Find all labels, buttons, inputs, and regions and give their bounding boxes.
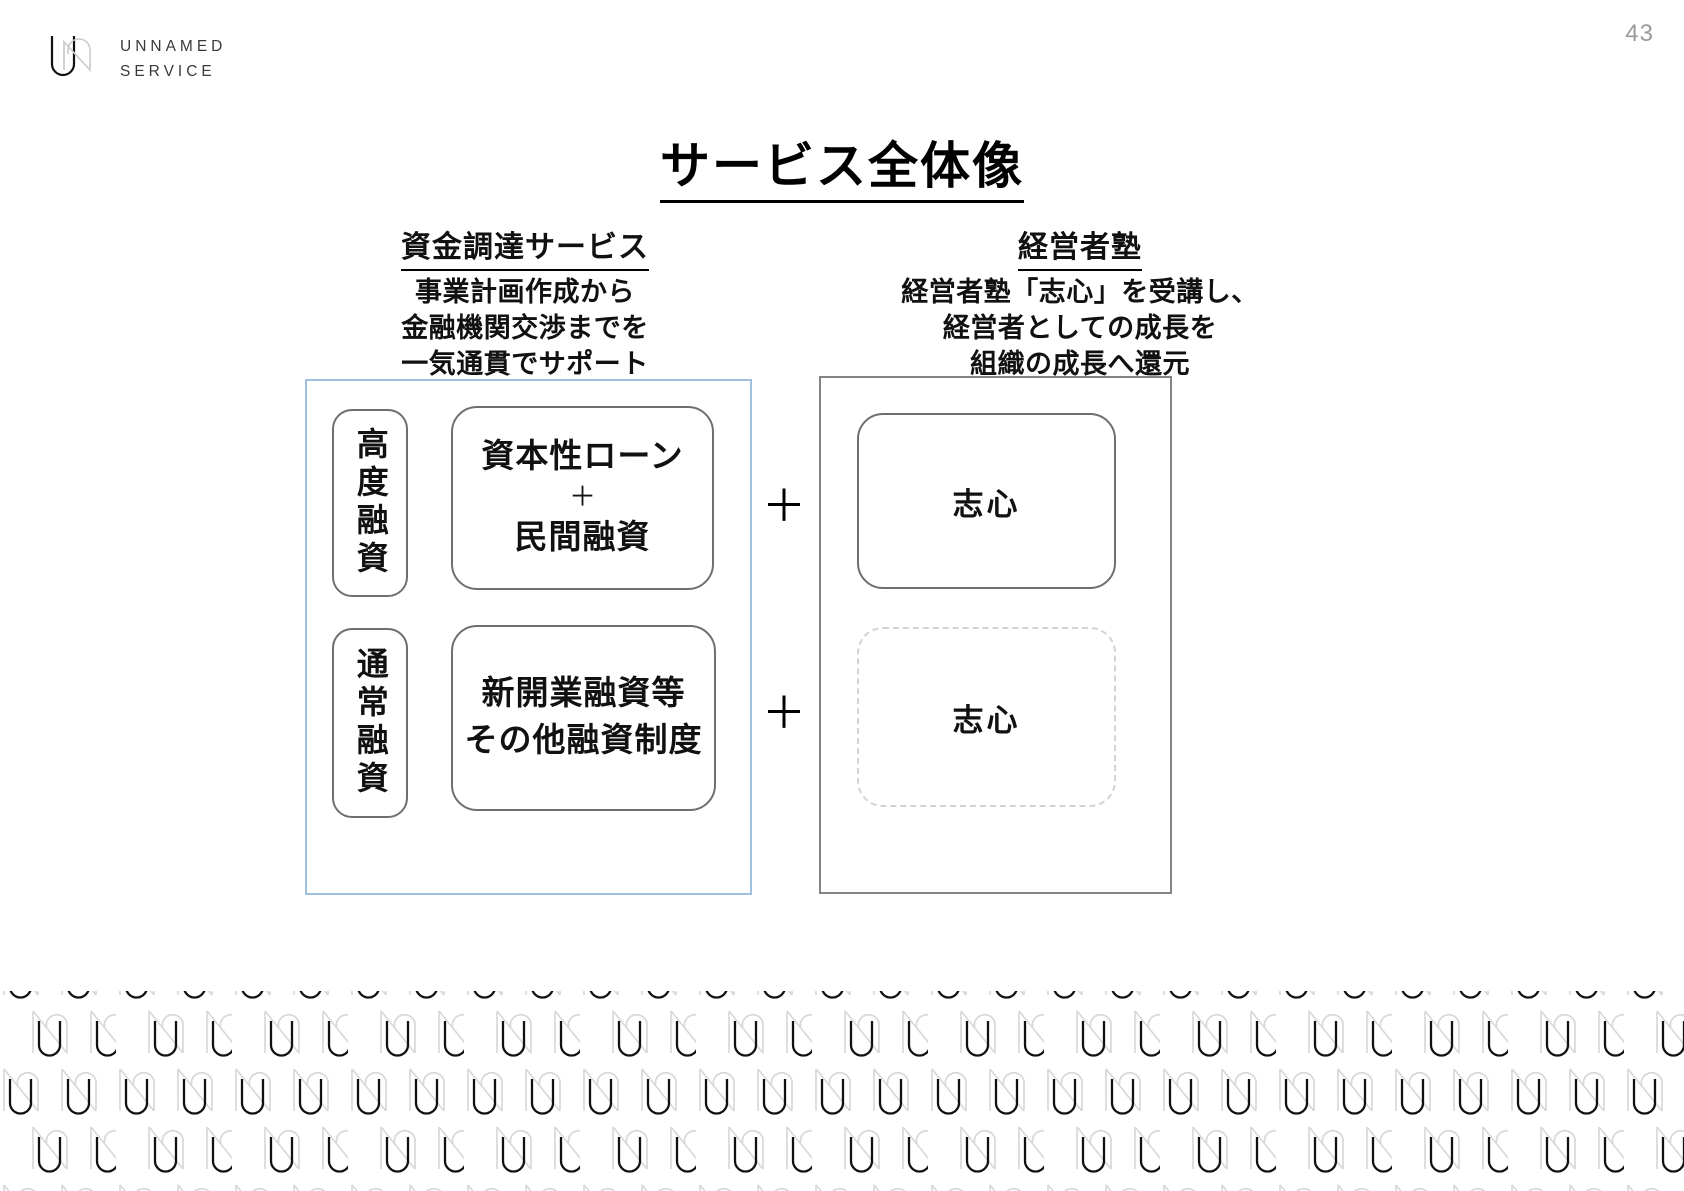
plus-connector-row-2: ＋ [762, 689, 806, 738]
advanced-loan-label-text: 高度融資 [352, 427, 389, 579]
advanced-loan-line-2: 民間融資 [514, 519, 651, 556]
advanced-loan-line-1: 資本性ローン [481, 439, 684, 476]
un-logo-repeat-pattern [0, 951, 1684, 1191]
normal-loan-line-2: その他融資制度 [464, 723, 703, 759]
column-subtitle-line: 経営者としての成長を [942, 313, 1218, 344]
box-advanced-loan-body: 資本性ローン ＋ 民間融資 [451, 406, 714, 590]
logo-text-line1: UNNAMED [120, 38, 227, 55]
box-advanced-loan-label: 高度融資 [332, 409, 408, 597]
normal-loan-line-1: 新開業融資等 [481, 676, 686, 713]
advanced-loan-plus: ＋ [568, 482, 596, 513]
logo-text-line2: SERVICE [120, 62, 216, 80]
column-subtitle-line: 組織の成長へ還元 [970, 349, 1190, 380]
box-normal-loan-label: 通常融資 [332, 628, 408, 818]
column-subtitle-line: 経営者塾「志心」を受講し、 [901, 277, 1259, 307]
column-header-funding: 資金調達サービス 事業計画作成から 金融機関交渉までを 一気通貫でサポート [300, 228, 750, 382]
box-normal-loan-body: 新開業融資等 その他融資制度 [451, 625, 716, 811]
column-subtitle-funding: 事業計画作成から 金融機関交渉までを 一気通貫でサポート [300, 275, 750, 382]
column-subtitle-line: 金融機関交渉までを [401, 313, 649, 344]
un-monogram-icon [44, 30, 102, 88]
column-subtitle-line: 一気通貫でサポート [401, 349, 649, 380]
page-number: 43 [1625, 20, 1654, 47]
column-header-school: 経営者塾 経営者塾「志心」を受講し、 経営者としての成長を 組織の成長へ還元 [800, 228, 1360, 382]
box-shishin-primary: 志心 [857, 413, 1116, 589]
normal-loan-label-text: 通常融資 [352, 647, 389, 799]
plus-connector-row-1: ＋ [762, 482, 806, 531]
column-title-school: 経営者塾 [1018, 228, 1142, 271]
brand-logo: UNNAMED SERVICE [44, 30, 226, 88]
column-title-funding: 資金調達サービス [401, 228, 649, 271]
shishin-secondary-label: 志心 [952, 702, 1021, 738]
page-title-text: サービス全体像 [660, 138, 1024, 203]
column-subtitle-line: 事業計画作成から [415, 277, 635, 307]
column-subtitle-school: 経営者塾「志心」を受講し、 経営者としての成長を 組織の成長へ還元 [800, 275, 1360, 382]
box-shishin-secondary: 志心 [857, 627, 1116, 807]
shishin-primary-label: 志心 [952, 486, 1021, 522]
page-title: サービス全体像 [0, 138, 1684, 203]
